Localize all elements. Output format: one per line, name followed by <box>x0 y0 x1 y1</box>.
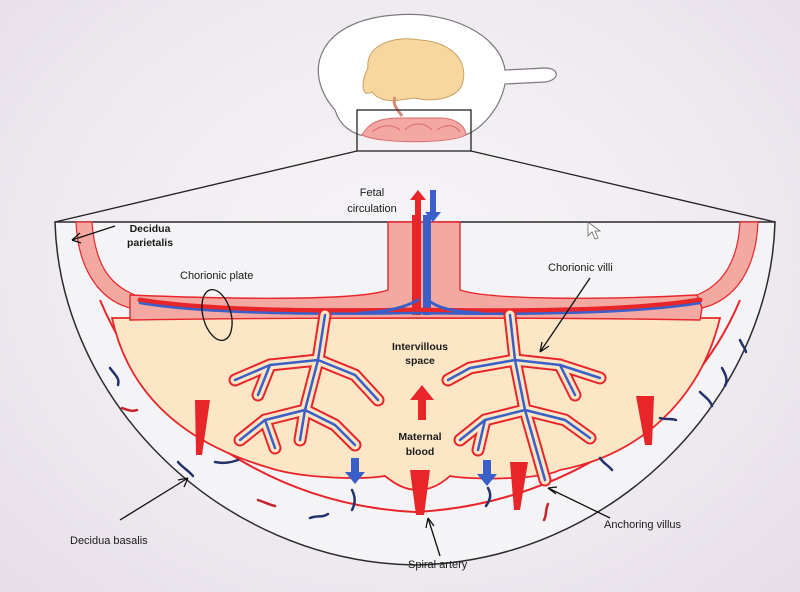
arrow-down-blue-icon <box>425 190 441 222</box>
label-fetal-circulation: Fetal <box>360 187 384 199</box>
zoom-box <box>356 109 472 152</box>
arrow-down-blue-icon <box>345 458 365 484</box>
spiral-artery-plume <box>195 400 210 455</box>
flow-arrows <box>345 190 497 486</box>
placenta-cross-section <box>54 215 776 566</box>
villus-tree-left <box>228 308 385 455</box>
label-chorionic-villi: Chorionic villi <box>548 262 613 274</box>
arrow-up-maternal-icon <box>410 385 434 420</box>
arrow-up-red-icon <box>410 190 426 222</box>
label-decidua-basalis: Decidua basalis <box>70 535 148 547</box>
label-intervillous-space-2: space <box>405 355 435 367</box>
spiral-arteries <box>195 396 654 515</box>
villus-tree-right <box>441 308 607 487</box>
arrow-down-blue-icon <box>477 460 497 486</box>
label-decidua-parietalis: Decidua <box>130 223 171 235</box>
label-pointers <box>71 225 611 557</box>
fetus-shape <box>362 38 465 102</box>
label-intervillous-space: Intervillous <box>392 341 448 353</box>
spiral-artery-plume <box>636 396 654 445</box>
label-chorionic-plate: Chorionic plate <box>180 270 253 282</box>
mini-placenta <box>361 117 467 143</box>
label-fetal-circulation-2: circulation <box>347 203 397 215</box>
chorionic-vessels <box>137 297 703 315</box>
fetus-sac-illustration <box>317 13 557 152</box>
spiral-artery-plume <box>410 470 430 515</box>
mouse-cursor-icon <box>587 221 602 240</box>
label-maternal-blood-2: blood <box>406 446 435 458</box>
decidual-vessels <box>108 338 748 522</box>
label-anchoring-villus: Anchoring villus <box>604 519 682 531</box>
label-maternal-blood: Maternal <box>398 431 441 443</box>
label-spiral-artery: Spiral artery <box>408 559 468 571</box>
spiral-artery-plume <box>510 462 528 510</box>
label-decidua-parietalis-2: parietalis <box>127 237 173 249</box>
chorionic-plate-ellipse <box>201 288 233 342</box>
